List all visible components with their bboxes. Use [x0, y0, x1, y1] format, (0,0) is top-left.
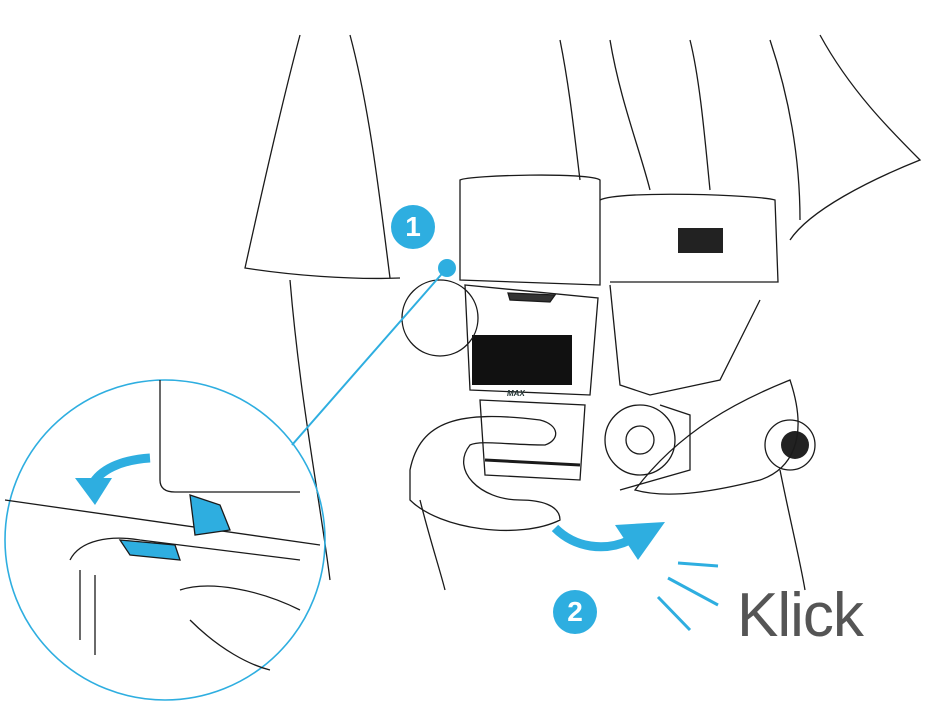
bin-max-label: MAX — [507, 389, 525, 398]
step-2-badge: 2 — [553, 590, 597, 634]
rotate-arrow-icon — [75, 453, 151, 505]
step-1-badge: 1 — [391, 205, 435, 249]
vacuum-body — [401, 174, 816, 491]
pointer-line — [291, 267, 448, 446]
person-torso — [244, 34, 922, 591]
callout-lens — [4, 379, 326, 701]
hands — [409, 379, 799, 531]
click-arrow-icon — [551, 522, 665, 560]
click-sound-label: Klick — [737, 581, 864, 650]
pointer-dot — [438, 259, 456, 277]
click-sound-lines-icon — [656, 561, 719, 632]
